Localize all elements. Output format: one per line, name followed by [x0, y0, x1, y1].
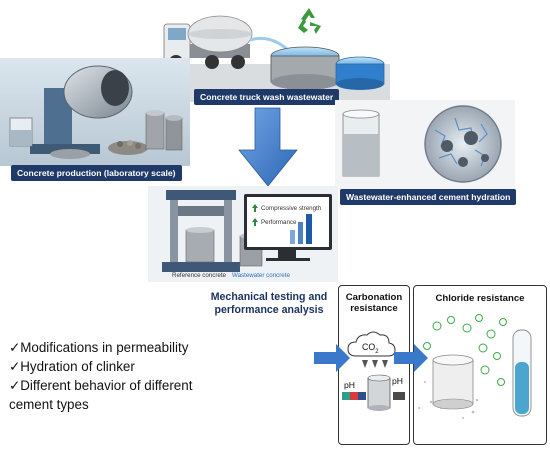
lab-production-label: Concrete production (laboratory scale) — [11, 165, 182, 181]
finding-item: ✓Modifications in permeability — [9, 340, 189, 355]
concrete-mixer-icon — [0, 58, 190, 166]
finding-item: ✓Different behavior of different — [9, 378, 193, 393]
carbonation-title-line1: Carbonation — [345, 292, 403, 303]
recycle-icon — [298, 8, 321, 34]
co2-text: CO — [362, 342, 376, 352]
co2-label: CO2 — [362, 342, 379, 355]
hydration-illustration — [335, 100, 515, 190]
wastewater-concrete-label: Wastewater concrete — [232, 272, 290, 279]
finding-item: ✓Hydration of clinker — [9, 359, 135, 374]
finding-item: cement types — [9, 397, 89, 412]
testing-caption: Mechanical testing and performance analy… — [196, 291, 342, 317]
down-arrow — [238, 107, 298, 187]
monitor-strength-text: Compressive strength — [261, 205, 322, 212]
lab-production-illustration — [0, 58, 190, 166]
monitor-performance-text: Performance — [261, 219, 297, 226]
findings-list: ✓Modifications in permeability ✓Hydratio… — [9, 338, 192, 414]
cement-hydration-icon — [335, 100, 515, 190]
carbonation-title-line2: resistance — [350, 303, 398, 314]
hydration-label: Wastewater-enhanced cement hydration — [340, 189, 517, 205]
reference-concrete-label: Reference concrete — [172, 272, 226, 279]
ph-right-label: pH — [392, 376, 403, 386]
chloride-title: Chloride resistance — [435, 293, 525, 304]
truck-wash-label: Concrete truck wash wastewater — [194, 89, 340, 105]
testing-caption-line1: Mechanical testing and — [210, 291, 328, 303]
compression-press-icon — [148, 186, 338, 282]
mechanical-testing-illustration — [148, 186, 338, 282]
chloride-illustration — [418, 314, 532, 419]
co2-subscript: 2 — [375, 348, 379, 355]
truck-wash-illustration — [160, 4, 390, 102]
carbonation-title: Carbonation resistance — [340, 292, 408, 314]
concrete-truck-icon — [160, 15, 390, 102]
testing-caption-line2: performance analysis — [214, 304, 324, 316]
ph-left-label: pH — [344, 380, 355, 390]
